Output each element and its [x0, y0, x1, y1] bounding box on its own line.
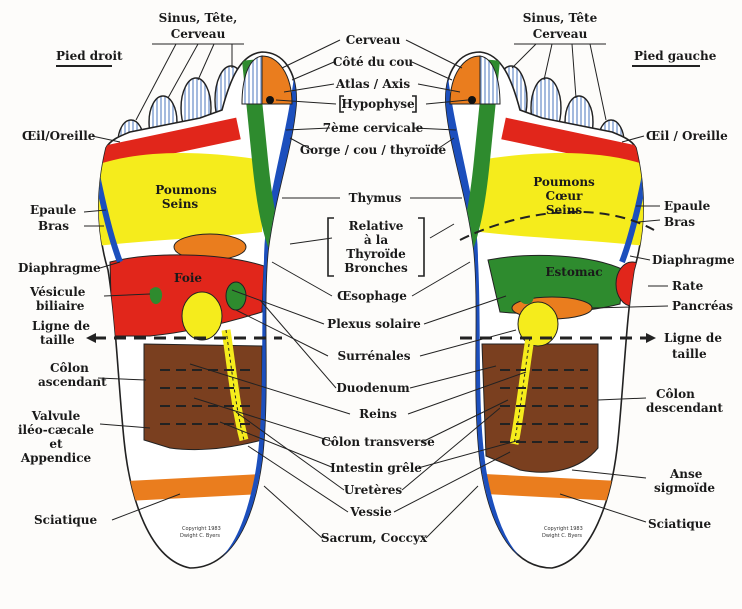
label-ligne-right-2: taille [672, 347, 707, 361]
top-right-2: Cerveau [533, 27, 588, 41]
copyright-right-2: Dwight C. Byers [542, 533, 582, 539]
label-anse-1: Anse [669, 467, 703, 481]
in-estomac: Estomac [545, 265, 602, 279]
label-diaphragme-right: Diaphragme [652, 253, 735, 267]
kidney-left [226, 282, 246, 310]
label-colon-left-2: ascendant [38, 375, 107, 389]
in-left-poumons-2: Seins [162, 197, 199, 211]
label-cerveau: Cerveau [346, 33, 401, 47]
top-right-1: Sinus, Tête [523, 11, 598, 25]
in-right-poumons-2: Cœur [546, 189, 584, 203]
label-cote-cou: Côté du cou [333, 55, 414, 69]
label-ligne-left-2: taille [40, 333, 75, 347]
in-right-poumons-3: Seins [546, 203, 583, 217]
top-left-2: Cerveau [171, 27, 226, 41]
label-bras-left: Bras [38, 219, 69, 233]
label-valvule-2: iléo-cæcale [18, 423, 94, 437]
pituitary-point [468, 96, 476, 104]
label-atlas: Atlas / Axis [335, 77, 410, 91]
label-valvule-4: Appendice [20, 451, 92, 465]
label-hypophyse: Hypophyse [341, 97, 415, 111]
label-plexus: Plexus solaire [327, 317, 421, 331]
left-foot: Copyright 1983 Dwight C. Byers [442, 52, 654, 570]
label-ureteres: Uretères [344, 483, 403, 497]
label-reins: Reins [359, 407, 397, 421]
label-vesicule-1: Vésicule [29, 285, 86, 299]
label-thymus: Thymus [349, 191, 402, 205]
label-relative-1: Relative [349, 219, 404, 233]
label-vesicule-2: biliaire [36, 299, 85, 313]
in-foie: Foie [174, 271, 202, 285]
in-right-poumons-1: Poumons [533, 175, 595, 189]
label-sciatique-left: Sciatique [34, 513, 98, 527]
label-ligne-right-1: Ligne de [664, 331, 722, 345]
label-sciatique-right: Sciatique [648, 517, 712, 531]
label-cervicale: 7ème cervicale [323, 121, 424, 135]
gallbladder-zone [182, 292, 222, 340]
label-colon-transverse: Côlon transverse [321, 435, 435, 449]
hallux-orange [450, 56, 480, 104]
copyright-left-1: Copyright 1983 [182, 526, 221, 532]
label-relative-4: Bronches [344, 261, 408, 275]
label-duodenum: Duodenum [336, 381, 410, 395]
label-gorge: Gorge / cou / thyroïde [300, 143, 447, 157]
pituitary-point [266, 96, 274, 104]
label-intestin: Intestin grêle [330, 461, 422, 475]
top-left-1: Sinus, Tête, [159, 11, 238, 25]
heading-right: Pied gauche [634, 49, 717, 63]
label-valvule-1: Valvule [31, 409, 81, 423]
label-anse-2: sigmoïde [654, 481, 715, 495]
copyright-right-1: Copyright 1983 [544, 526, 583, 532]
label-oesophage: Œsophage [337, 289, 407, 303]
label-pancreas: Pancréas [672, 299, 733, 313]
heading-left: Pied droit [56, 49, 123, 63]
label-bras-right: Bras [664, 215, 695, 229]
label-diaphragme-left: Diaphragme [18, 261, 101, 275]
copyright-left-2: Dwight C. Byers [180, 533, 220, 539]
label-colon-right-2: descendant [646, 401, 723, 415]
label-valvule-3: et [49, 437, 63, 451]
waist-arrow-left [86, 333, 96, 343]
label-ligne-left-1: Ligne de [32, 319, 90, 333]
label-colon-right-1: Côlon [656, 387, 695, 401]
label-sacrum: Sacrum, Coccyx [321, 531, 428, 545]
label-epaule-left: Epaule [30, 203, 77, 217]
label-rate: Rate [672, 279, 704, 293]
label-colon-left-1: Côlon [50, 361, 89, 375]
label-oeil-left: Œil/Oreille [22, 129, 96, 143]
in-left-poumons-1: Poumons [155, 183, 217, 197]
label-surrenales: Surrénales [337, 349, 410, 363]
label-relative-3: Thyroïde [346, 247, 406, 261]
label-oeil-right: Œil / Oreille [646, 129, 728, 143]
hallux-orange [262, 56, 292, 104]
label-vessie: Vessie [349, 505, 392, 519]
label-epaule-right: Epaule [664, 199, 711, 213]
label-relative-2: à la [364, 233, 389, 247]
waist-arrow-right [646, 333, 656, 343]
